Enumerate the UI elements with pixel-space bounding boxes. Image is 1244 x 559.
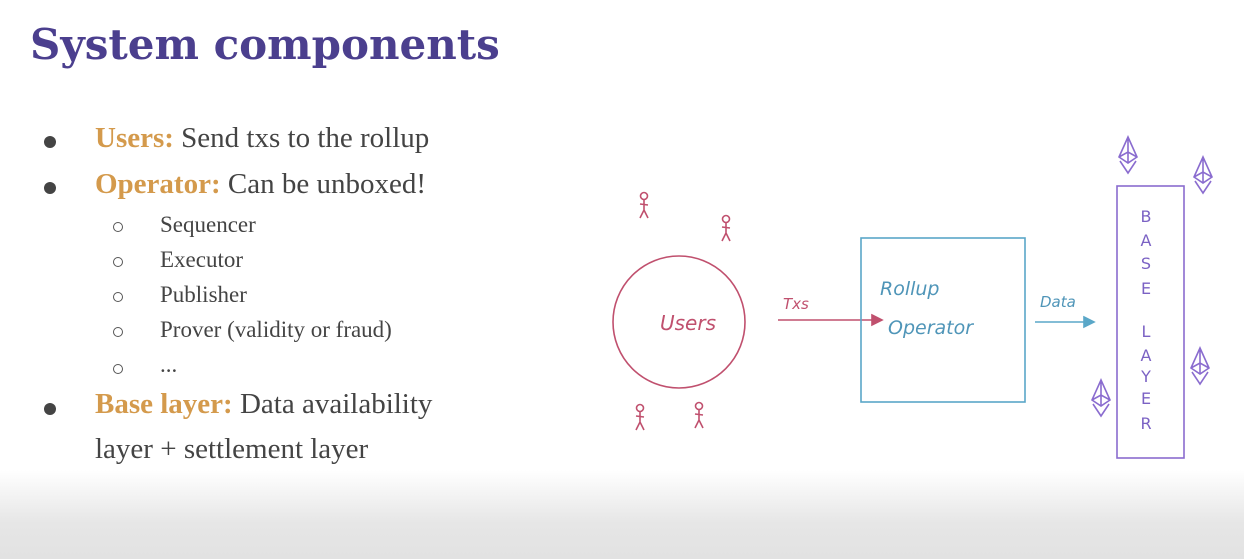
sub-bullet bbox=[113, 222, 123, 232]
sub-item: Prover (validity or fraud) bbox=[160, 317, 392, 342]
base-letter: B bbox=[1141, 207, 1152, 226]
slide-title: System components bbox=[30, 20, 500, 69]
bullet-base-layer: Base layer: Data availability bbox=[95, 388, 432, 421]
bullet-base-layer-cont: layer + settlement layer bbox=[95, 433, 369, 465]
data-arrow bbox=[1035, 315, 1096, 329]
bullet-text: Send txs to the rollup bbox=[173, 122, 430, 154]
base-letter: E bbox=[1141, 279, 1151, 298]
base-letter: R bbox=[1140, 414, 1151, 433]
users-circle bbox=[612, 255, 746, 389]
txs-arrow bbox=[778, 313, 884, 327]
base-letter: L bbox=[1142, 322, 1151, 341]
bullet-users: Users: Send txs to the rollup bbox=[95, 122, 429, 155]
person-icon bbox=[635, 403, 645, 431]
operator-label: Operator bbox=[888, 317, 974, 339]
bullet-dot bbox=[44, 136, 56, 148]
person-icon bbox=[639, 191, 649, 219]
ethereum-icon bbox=[1190, 347, 1210, 385]
sub-item: ... bbox=[160, 352, 178, 377]
sub-bullet bbox=[113, 292, 123, 302]
base-letter: Y bbox=[1140, 367, 1151, 386]
sub-item: Publisher bbox=[160, 282, 247, 307]
bullet-label: Users: bbox=[95, 122, 174, 154]
users-label: Users bbox=[660, 311, 716, 335]
bullet-label: Base layer: bbox=[95, 388, 233, 420]
bullet-text: Can be unboxed! bbox=[220, 168, 426, 200]
sub-item: Executor bbox=[160, 247, 244, 272]
sub-bullet bbox=[113, 327, 123, 337]
ethereum-icon bbox=[1118, 136, 1138, 174]
rollup-label: Rollup bbox=[880, 278, 940, 300]
bullet-label: Operator: bbox=[95, 168, 221, 200]
base-letter: S bbox=[1141, 254, 1151, 273]
data-label: Data bbox=[1040, 293, 1076, 311]
bullet-operator: Operator: Can be unboxed! bbox=[95, 168, 426, 201]
base-letter: A bbox=[1141, 346, 1152, 365]
bullet-dot bbox=[44, 182, 56, 194]
bullet-dot bbox=[44, 403, 56, 415]
base-letter: A bbox=[1141, 231, 1152, 250]
txs-label: Txs bbox=[783, 295, 809, 313]
base-layer-box bbox=[1116, 185, 1185, 459]
ethereum-icon bbox=[1193, 156, 1213, 194]
ethereum-icon bbox=[1091, 379, 1111, 417]
slide-footer-shade bbox=[0, 470, 1244, 559]
sub-bullet bbox=[113, 257, 123, 267]
sub-bullet bbox=[113, 364, 123, 374]
bullet-text: Data availability bbox=[232, 388, 433, 420]
sub-item: Sequencer bbox=[160, 212, 256, 237]
base-letter: E bbox=[1141, 389, 1151, 408]
person-icon bbox=[694, 401, 704, 429]
person-icon bbox=[721, 214, 731, 242]
rollup-operator-box bbox=[860, 237, 1026, 403]
users-group bbox=[612, 191, 884, 431]
